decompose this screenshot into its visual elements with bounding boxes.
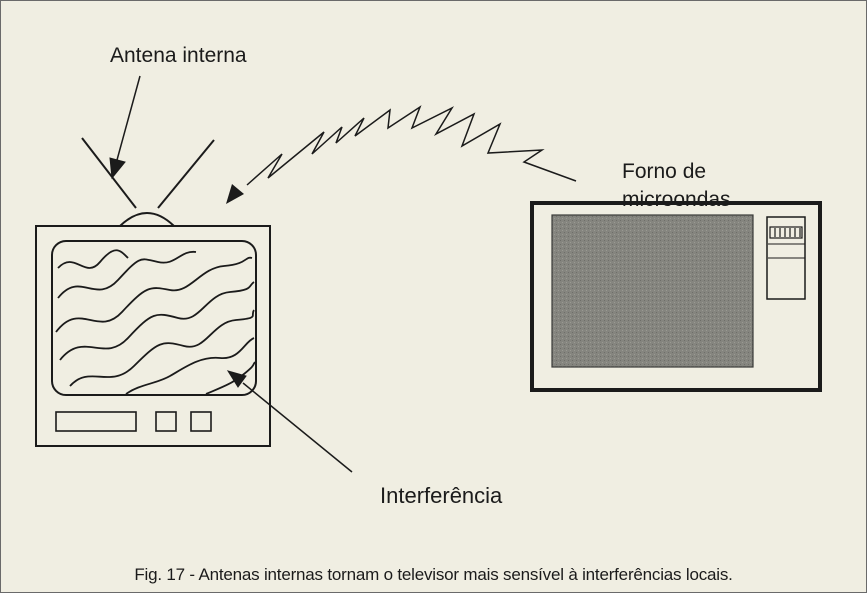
oven-body xyxy=(530,201,822,392)
wave-arrowhead xyxy=(226,184,244,204)
tv-knob-2 xyxy=(190,411,212,432)
tv-screen xyxy=(51,240,257,396)
antenna-label: Antena interna xyxy=(110,44,247,67)
tv-cabinet xyxy=(35,225,271,447)
oven-display xyxy=(769,226,803,239)
interference-wave xyxy=(246,105,577,186)
antenna-left-rod xyxy=(81,137,137,209)
figure-caption: Fig. 17 - Antenas internas tornam o tele… xyxy=(134,565,733,584)
oven-window xyxy=(551,214,754,368)
microwave-label: Forno de microondas xyxy=(622,158,731,214)
screen-interference-lines xyxy=(55,249,256,395)
microwave-label-line1: Forno de xyxy=(622,160,707,183)
tv-control-panel xyxy=(55,411,137,432)
microwave-oven xyxy=(530,201,822,392)
interference-label: Interferência xyxy=(380,483,503,508)
antenna-label-arrow xyxy=(109,75,141,180)
microwave-label-line2: microondas xyxy=(622,188,731,211)
oven-keypad xyxy=(774,228,801,237)
tv-knob-1 xyxy=(155,411,177,432)
interference-label-arrow xyxy=(226,370,353,473)
television xyxy=(35,137,271,447)
antenna-right-rod xyxy=(157,139,215,209)
antenna-base xyxy=(119,212,175,227)
